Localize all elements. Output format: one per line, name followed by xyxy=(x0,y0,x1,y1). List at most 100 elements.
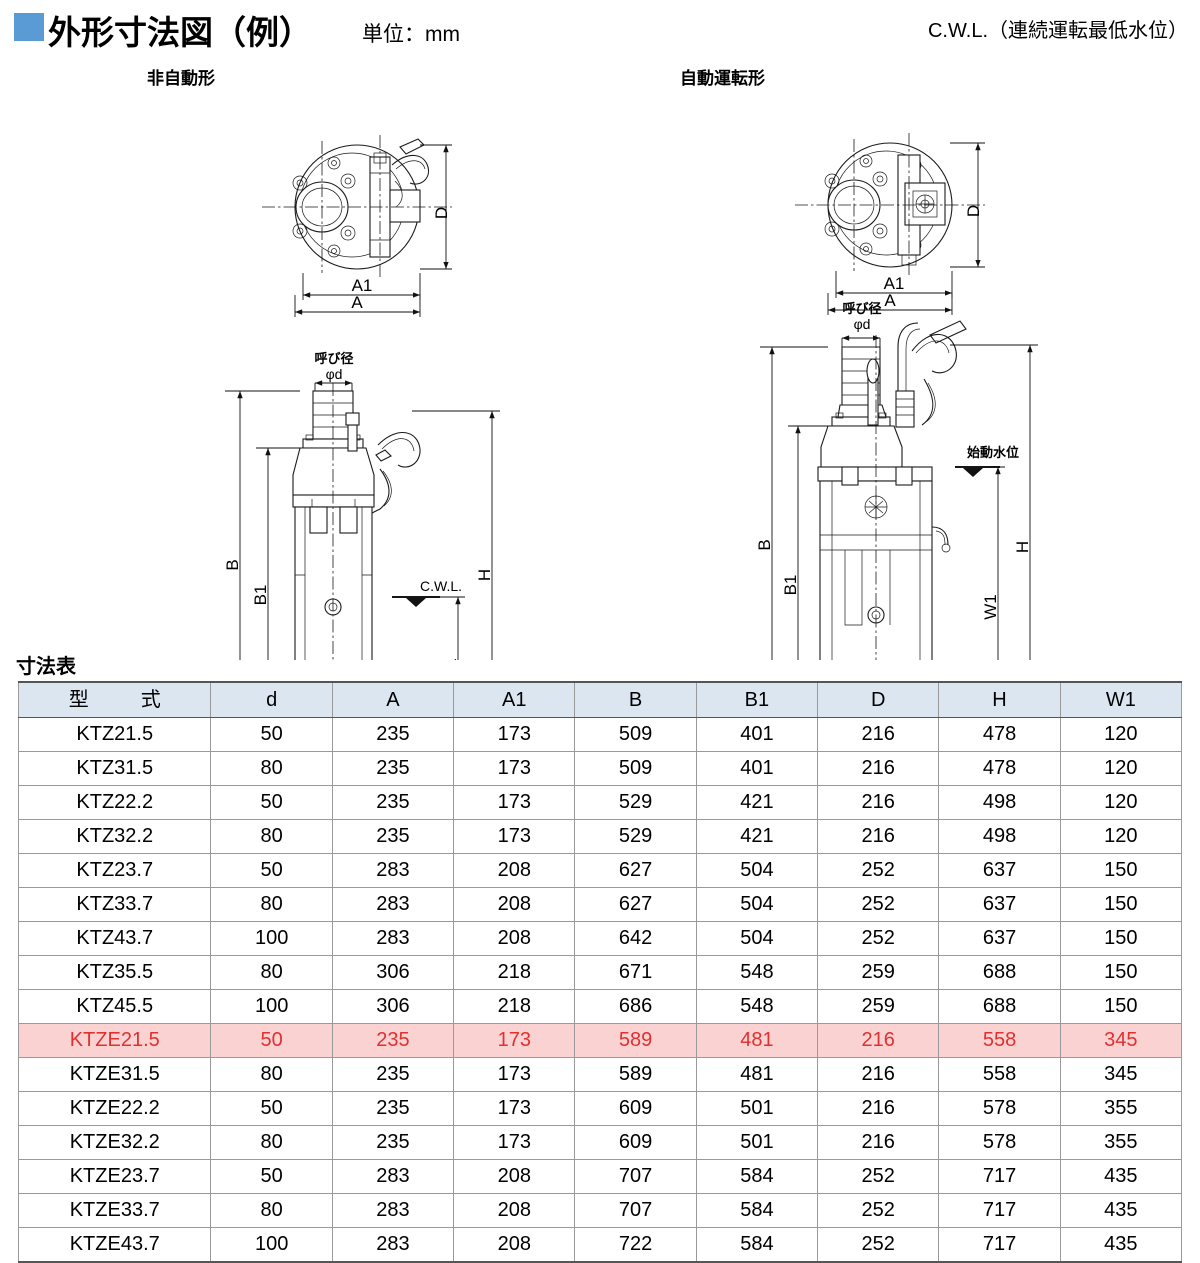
cell-value: 421 xyxy=(695,819,819,854)
cell-value: 259 xyxy=(817,955,940,990)
cell-value: 637 xyxy=(938,887,1061,922)
cell-model: KTZ31.5 xyxy=(17,751,212,786)
cell-value: 235 xyxy=(331,785,455,820)
cell-value: 259 xyxy=(817,989,940,1024)
cell-value: 100 xyxy=(210,989,333,1024)
cell-value: 120 xyxy=(1059,717,1183,752)
cell-model: KTZ23.7 xyxy=(17,853,212,888)
cell-value: 80 xyxy=(210,887,333,922)
column-header-H: H xyxy=(938,681,1061,718)
cell-value: 218 xyxy=(453,989,576,1024)
cell-value: 80 xyxy=(210,819,333,854)
cell-value: 80 xyxy=(210,955,333,990)
cell-model: KTZE33.7 xyxy=(17,1193,212,1228)
dim-label-A1-top-right: A1 xyxy=(884,274,905,293)
column-header-B1: B1 xyxy=(695,681,819,718)
cell-value: 717 xyxy=(938,1227,1061,1263)
cell-value: 50 xyxy=(210,1023,333,1058)
column-header-A: A xyxy=(331,681,455,718)
cell-value: 501 xyxy=(695,1125,819,1160)
cell-value: 252 xyxy=(817,1159,940,1194)
dim-label-B1-right: B1 xyxy=(781,575,800,596)
cell-model: KTZE23.7 xyxy=(17,1159,212,1194)
cell-value: 627 xyxy=(574,853,697,888)
cell-value: 173 xyxy=(453,1091,576,1126)
cell-value: 578 xyxy=(938,1125,1061,1160)
cell-value: 235 xyxy=(331,819,455,854)
table-header-row: 型式 d A A1 B B1 D H W1 xyxy=(17,681,1183,718)
page-header: 外形寸法図（例） 単位：mm C.W.L.（連続運転最低水位） xyxy=(0,0,1200,60)
cell-model: KTZE21.5 xyxy=(17,1023,212,1058)
cell-value: 208 xyxy=(453,887,576,922)
cell-value: 401 xyxy=(695,751,819,786)
cell-value: 50 xyxy=(210,1159,333,1194)
cell-value: 548 xyxy=(695,955,819,990)
cell-value: 283 xyxy=(331,1227,455,1263)
cell-value: 80 xyxy=(210,1057,333,1092)
cell-value: 235 xyxy=(331,751,455,786)
dim-label-B-left: B xyxy=(223,559,242,570)
cell-value: 355 xyxy=(1059,1091,1183,1126)
cell-value: 235 xyxy=(331,1057,455,1092)
cell-value: 637 xyxy=(938,853,1061,888)
cell-value: 173 xyxy=(453,785,576,820)
cell-value: 717 xyxy=(938,1193,1061,1228)
cell-value: 173 xyxy=(453,1125,576,1160)
cell-value: 120 xyxy=(1059,751,1183,786)
cell-value: 558 xyxy=(938,1023,1061,1058)
dim-label-A-top-right: A xyxy=(884,291,896,310)
cell-value: 50 xyxy=(210,853,333,888)
cell-value: 150 xyxy=(1059,955,1183,990)
cell-value: 216 xyxy=(817,1125,940,1160)
cell-value: 252 xyxy=(817,1227,940,1263)
cell-value: 707 xyxy=(574,1159,697,1194)
cell-value: 283 xyxy=(331,921,455,956)
bore-label-right: 呼び径 xyxy=(842,301,881,316)
cell-model: KTZE22.2 xyxy=(17,1091,212,1126)
cell-value: 235 xyxy=(331,1091,455,1126)
cell-value: 208 xyxy=(453,1193,576,1228)
start-level-label: 始動水位 xyxy=(967,445,1019,460)
cell-value: 717 xyxy=(938,1159,1061,1194)
cell-model: KTZ43.7 xyxy=(17,921,212,956)
cell-value: 688 xyxy=(938,989,1061,1024)
cell-value: 478 xyxy=(938,751,1061,786)
cell-value: 150 xyxy=(1059,853,1183,888)
cell-value: 688 xyxy=(938,955,1061,990)
cell-value: 100 xyxy=(210,1227,333,1263)
cell-value: 584 xyxy=(695,1193,819,1228)
cell-value: 252 xyxy=(817,853,940,888)
cell-value: 216 xyxy=(817,1091,940,1126)
bore-dia-label-left: φd xyxy=(326,366,343,382)
cell-value: 208 xyxy=(453,921,576,956)
cell-model: KTZ22.2 xyxy=(17,785,212,820)
cell-value: 401 xyxy=(695,717,819,752)
cell-value: 208 xyxy=(453,1227,576,1263)
cell-value: 50 xyxy=(210,1091,333,1126)
dim-label-W1-left: W1 xyxy=(441,658,460,660)
dim-label-W1-right: W1 xyxy=(981,594,1000,620)
cell-value: 504 xyxy=(695,921,819,956)
cell-value: 481 xyxy=(695,1057,819,1092)
cell-value: 208 xyxy=(453,853,576,888)
cell-value: 504 xyxy=(695,853,819,888)
right-drawing-caption: 自動運転形 xyxy=(680,69,765,88)
cell-value: 252 xyxy=(817,887,940,922)
dim-label-A-top-left: A xyxy=(351,293,363,312)
cell-value: 80 xyxy=(210,1125,333,1160)
cell-value: 529 xyxy=(574,819,697,854)
dim-label-D-top-left: D xyxy=(432,207,451,219)
cell-value: 216 xyxy=(817,785,940,820)
column-header-W1: W1 xyxy=(1059,681,1183,718)
